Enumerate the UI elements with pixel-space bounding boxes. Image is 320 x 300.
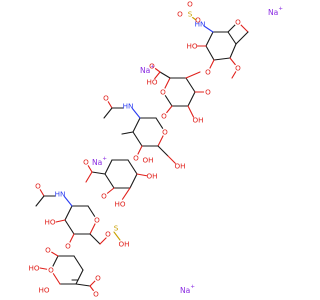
svg-text:O: O	[149, 62, 155, 71]
atom-label: O	[132, 154, 140, 163]
molecule-structure: O HN S O O O HO O O O O HO O O OH HN O O…	[28, 0, 283, 299]
atom-label: HO	[186, 41, 198, 51]
atom-label: HO	[114, 199, 126, 209]
atom-label: O	[159, 88, 167, 97]
svg-text:O: O	[93, 290, 99, 299]
svg-text:HN: HN	[195, 20, 206, 29]
atom-label: O	[82, 158, 90, 167]
atom-label-layer: O HN S O O O HO O O O O HO O O OH HN O O…	[28, 0, 242, 299]
atom-label: O	[64, 242, 72, 251]
atom-label: OH	[174, 161, 186, 171]
svg-text:OH: OH	[192, 116, 203, 125]
atom-label: HN	[55, 189, 66, 199]
atom-label: OH	[146, 171, 158, 181]
sodium-ion: Na+	[92, 156, 107, 167]
svg-text:S: S	[188, 10, 193, 19]
svg-text:O: O	[133, 154, 139, 163]
atom-label: HO	[38, 285, 50, 295]
svg-text:O: O	[160, 88, 166, 97]
sodium-ion: Na+	[180, 284, 195, 295]
atom-label: O	[44, 246, 52, 255]
svg-text:O: O	[235, 18, 241, 27]
svg-text:HN: HN	[55, 190, 66, 199]
atom-label: O	[93, 216, 101, 225]
svg-text:O: O	[105, 230, 111, 239]
sodium-ion: Na+	[268, 6, 283, 17]
atom-label: HN	[123, 101, 134, 111]
atom-label: HO	[44, 217, 56, 227]
svg-text:O: O	[35, 182, 41, 191]
atom-label: O	[148, 62, 156, 71]
atom-label: O	[104, 230, 112, 239]
atom-label: O	[100, 192, 108, 201]
atom-label: OH	[142, 155, 154, 165]
svg-text:HO: HO	[114, 200, 125, 209]
atom-label: O	[204, 68, 212, 77]
atom-label: O	[195, 13, 203, 25]
svg-text:O: O	[101, 192, 107, 201]
svg-text:S: S	[114, 224, 119, 233]
atom-label: O	[204, 88, 212, 97]
svg-text:OH: OH	[146, 172, 157, 181]
svg-text:O: O	[48, 266, 54, 275]
atom-label: O	[94, 274, 102, 283]
counter-ion-layer: Na+ Na+ Na+ Na+	[92, 6, 283, 295]
atom-label: O	[160, 112, 168, 121]
svg-text:O: O	[205, 68, 211, 77]
atom-label: O	[186, 0, 194, 9]
svg-text:O: O	[83, 158, 89, 167]
svg-text:OH: OH	[174, 162, 185, 171]
svg-text:OH: OH	[118, 240, 129, 249]
svg-text:O: O	[162, 128, 168, 137]
svg-text:O: O	[177, 10, 183, 19]
svg-text:OH: OH	[142, 156, 153, 165]
atom-label: O	[161, 128, 169, 137]
svg-text:O: O	[187, 0, 193, 9]
atom-label: HO	[28, 263, 40, 273]
atom-label: O	[102, 94, 110, 103]
svg-text:HN: HN	[123, 102, 134, 111]
atom-label: O	[234, 18, 242, 27]
atom-label: O	[92, 290, 100, 299]
svg-text:O: O	[103, 94, 109, 103]
atom-label: O	[234, 64, 242, 73]
svg-text:HO: HO	[146, 78, 157, 87]
svg-text:O: O	[161, 112, 167, 121]
svg-text:O: O	[45, 246, 51, 255]
atom-label: S	[112, 224, 120, 233]
atom-label: HO	[146, 78, 157, 87]
svg-text:O: O	[195, 16, 201, 25]
svg-text:O: O	[205, 88, 211, 97]
svg-text:HO: HO	[38, 286, 49, 295]
svg-text:O: O	[95, 274, 101, 283]
svg-text:HO: HO	[44, 218, 55, 227]
atom-label: OH	[192, 115, 204, 125]
atom-label: O	[34, 182, 42, 191]
atom-label: O	[47, 266, 55, 275]
svg-text:HO: HO	[28, 264, 39, 273]
svg-text:O: O	[235, 64, 241, 73]
atom-label: O	[176, 10, 184, 19]
atom-label: S	[186, 10, 194, 19]
svg-text:O: O	[94, 216, 100, 225]
svg-text:O: O	[65, 242, 71, 251]
atom-label: OH	[118, 239, 130, 249]
bond-layer	[35, 13, 249, 295]
atom-label: HN	[195, 19, 206, 29]
svg-text:HO: HO	[186, 42, 197, 51]
sodium-ion: Na+	[140, 64, 155, 75]
